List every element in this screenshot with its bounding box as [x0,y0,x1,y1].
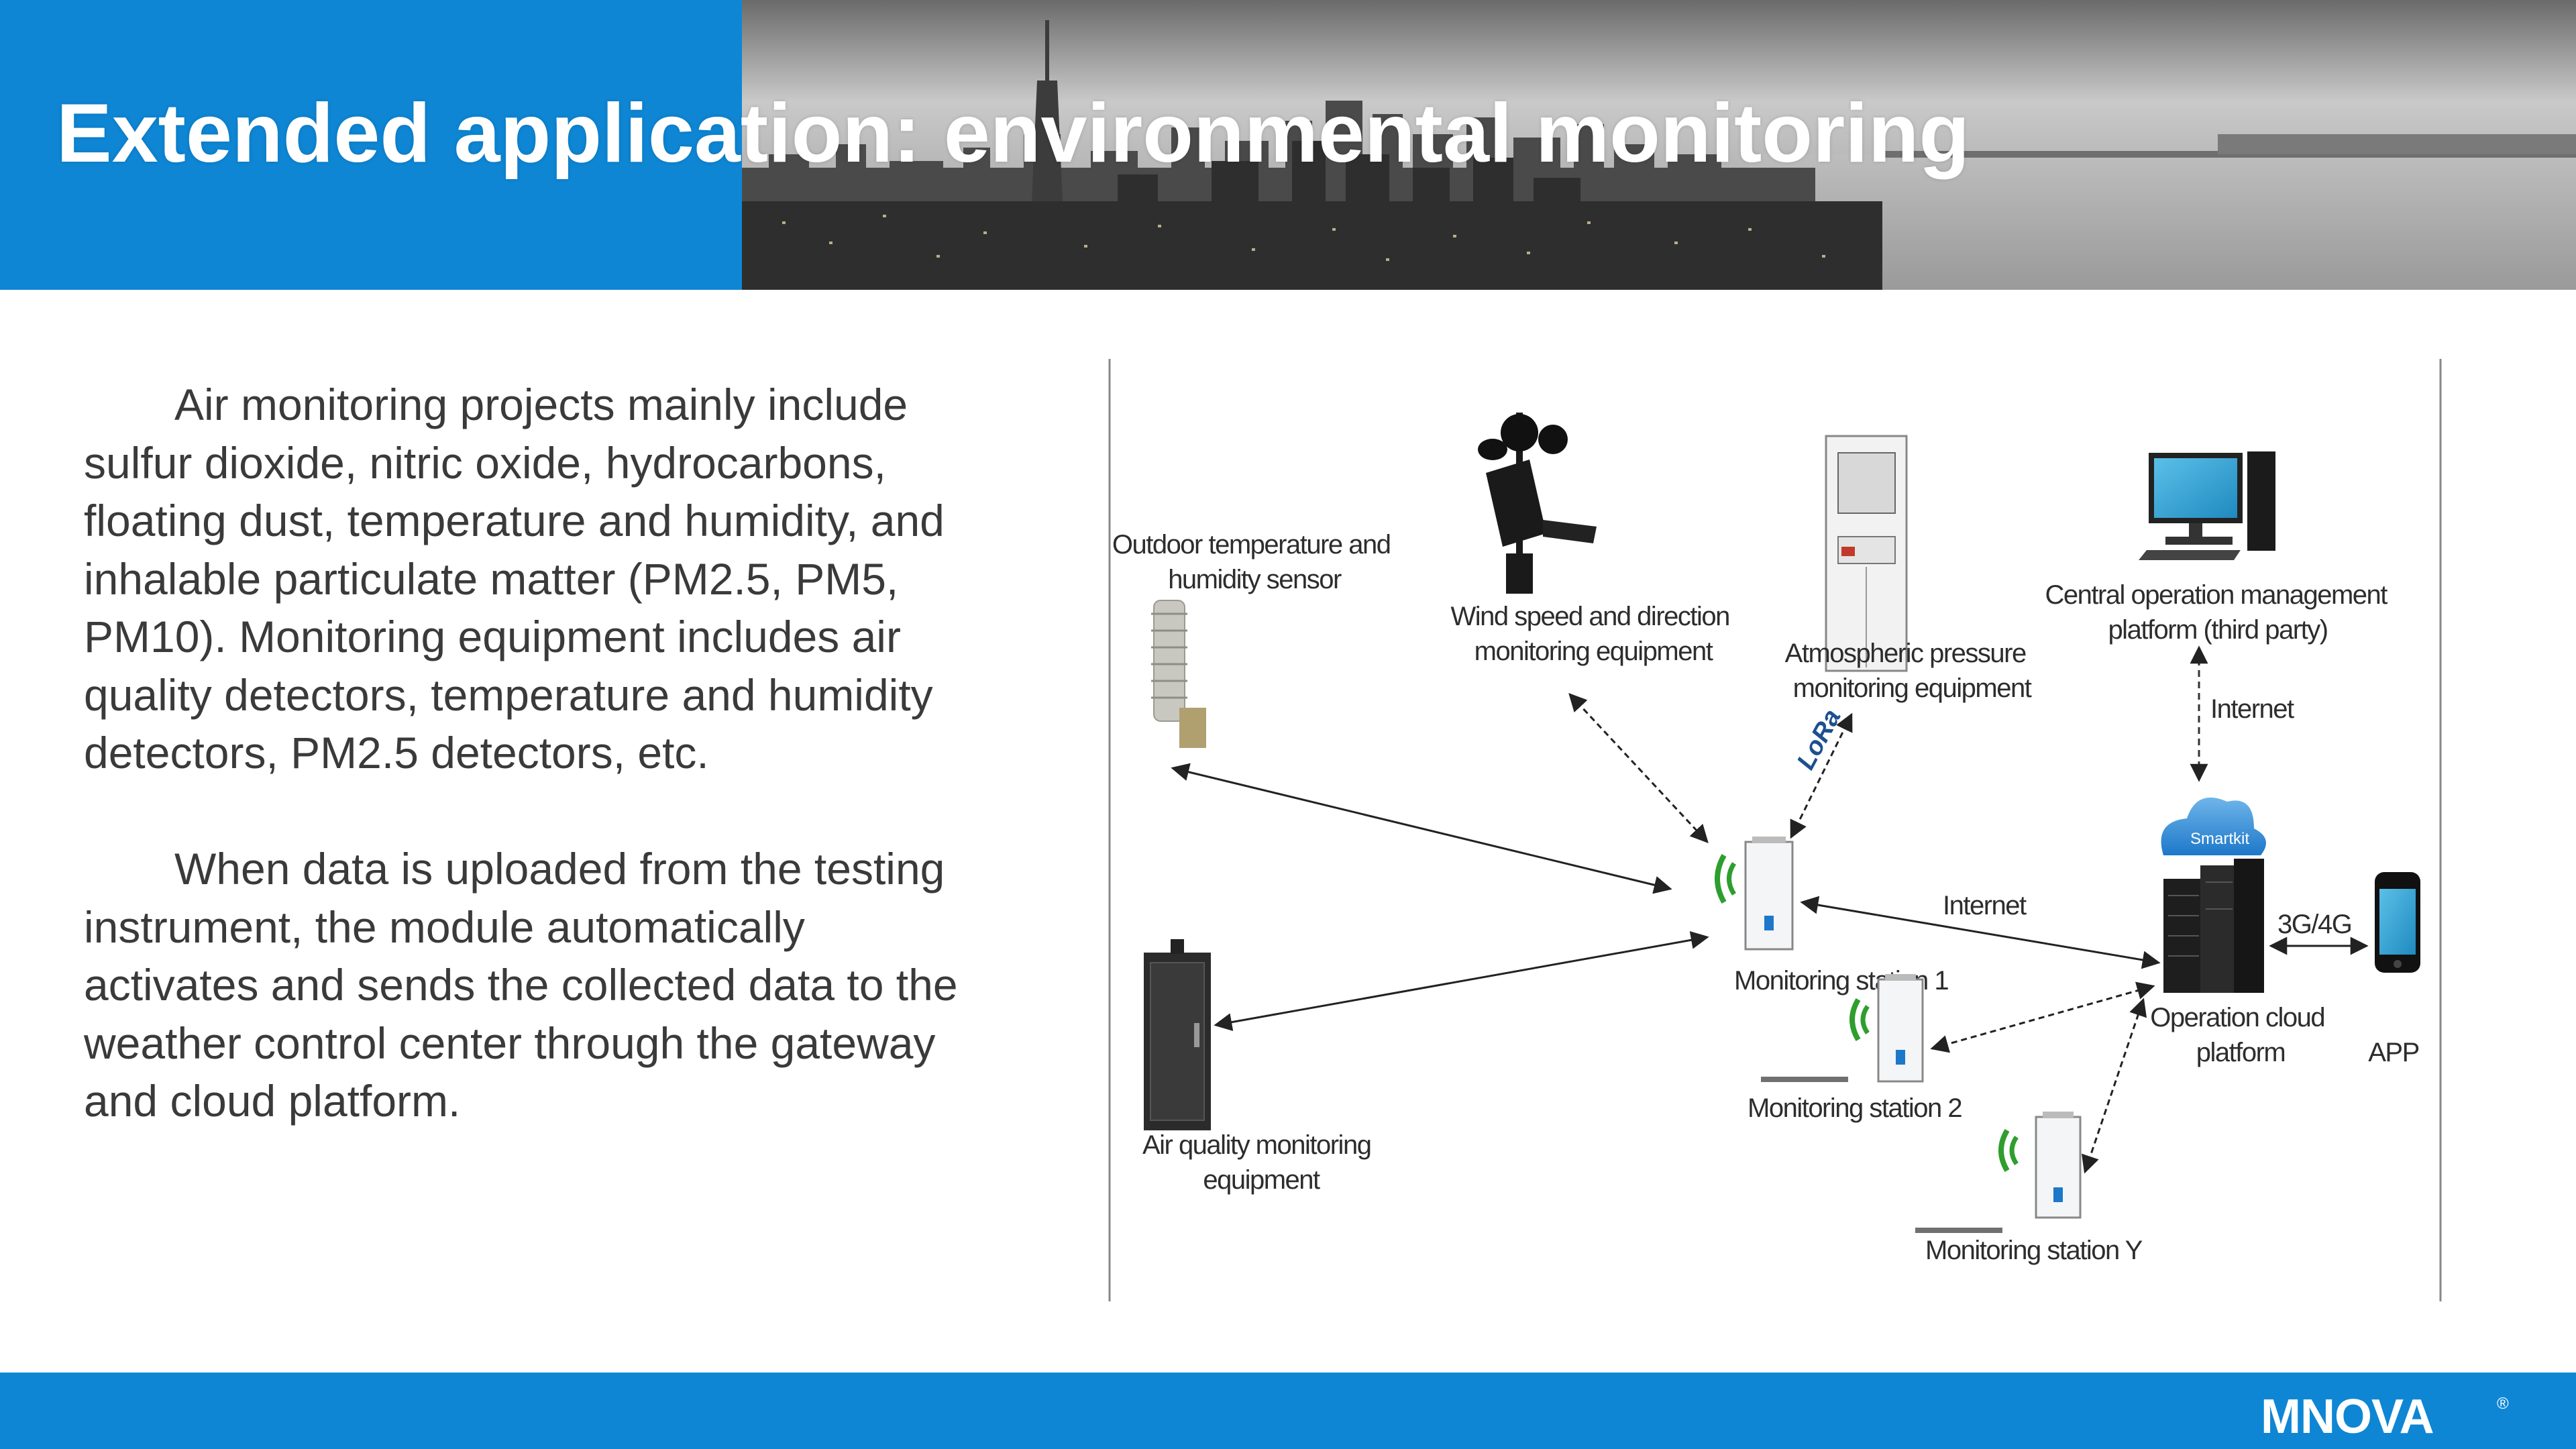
link-wind-station1 [1568,693,1709,843]
server-rack-icon [2163,859,2264,993]
footer-bar: MNOVA ® [0,1373,2576,1449]
label-outdoor-sensor: Outdoor temperature and humidity sensor [1112,530,1397,594]
station-2-icon [1761,974,1924,1083]
page-title: Extended application: environmental moni… [56,87,1970,180]
label-mobile-network: 3G/4G [2277,910,2351,939]
svg-text:MNOVA: MNOVA [2261,1391,2434,1438]
anemometer-icon [1478,413,1597,594]
header-banner: Extended application: environmental moni… [0,0,2576,290]
mnova-logo: MNOVA ® [2261,1391,2509,1438]
link-pressure-station1 [1790,712,1853,839]
label-central: Central operation management platform (t… [2045,580,2393,645]
label-pressure: Atmospheric pressure monitoring equipmen… [1785,639,2033,703]
label-operation-cloud: Operation cloud platform [2150,1003,2331,1067]
monitoring-network-diagram: Outdoor temperature and humidity sensor … [1108,359,2442,1301]
label-app: APP [2368,1038,2419,1067]
desktop-computer-icon [2139,451,2275,560]
label-air-quality: Air quality monitoring equipment [1142,1130,1377,1195]
label-station-2: Monitoring station 2 [1748,1093,1962,1123]
label-station-y: Monitoring station Y [1925,1236,2143,1265]
svg-text:®: ® [2497,1395,2509,1413]
station-1-icon [1715,837,1794,951]
city-skyline-photo [742,0,2576,290]
link-sensor-station1 [1171,763,1672,894]
paragraph-data-upload: When data is uploaded from the testing i… [84,844,958,1126]
link-stationy-cloud [2082,998,2147,1174]
station-y-icon [1915,1112,2082,1233]
humidity-sensor-icon [1151,600,1206,748]
link-station1-cloud [1800,896,2161,969]
paragraph-air-monitoring: Air monitoring projects mainly include s… [84,380,945,777]
header-blue-panel [0,0,742,290]
link-station2-cloud [1930,981,2155,1053]
label-lora: LoRa [1792,705,1847,775]
link-airquality-station1 [1214,930,1709,1032]
air-quality-cabinet-icon [1144,939,1211,1130]
pressure-cabinet-icon [1825,435,1908,672]
label-internet-top: Internet [2210,694,2294,724]
label-internet-mid: Internet [1943,891,2027,920]
cloud-icon: Smartkit [2161,797,2266,855]
label-wind: Wind speed and direction monitoring equi… [1450,602,1735,666]
smartphone-icon [2375,872,2420,973]
description-text: Air monitoring projects mainly include s… [84,376,976,1130]
svg-text:Smartkit: Smartkit [2190,830,2249,848]
